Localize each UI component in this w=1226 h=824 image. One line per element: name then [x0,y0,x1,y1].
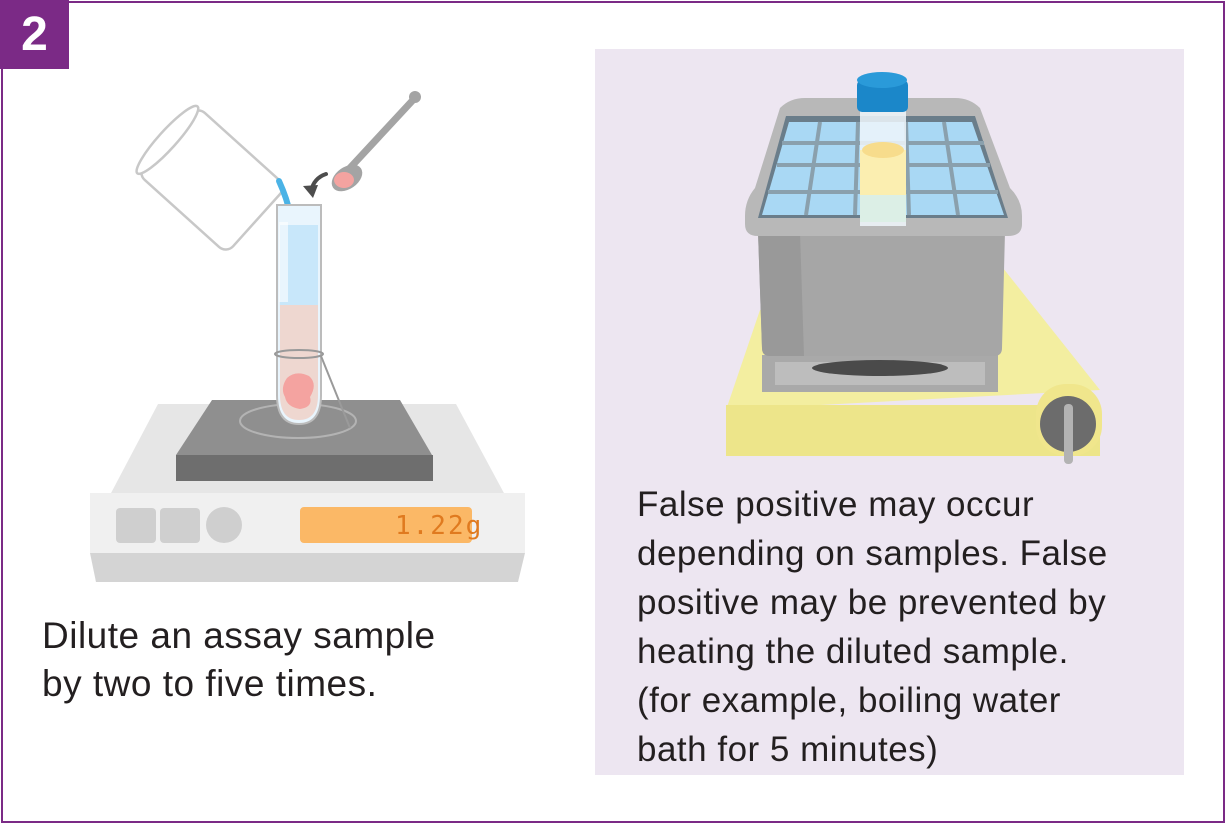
scale-display [300,507,472,543]
sample-in-tube [282,373,314,409]
dilution-instruction: Dilute an assay sample by two to five ti… [42,615,436,704]
tube-cap [857,80,908,112]
false-positive-note: False positive may occur depending on sa… [637,485,1108,769]
balance-scale-illustration: 1.22g [90,400,525,582]
step-number-badge: 2 [0,0,69,69]
beaker-icon [135,104,284,251]
spoon-icon [331,91,421,192]
sample-tube-icon [857,72,908,226]
test-tube-icon [274,204,351,429]
arrow-down-left-icon [303,172,328,198]
scale-readout: 1.22g [395,511,483,541]
